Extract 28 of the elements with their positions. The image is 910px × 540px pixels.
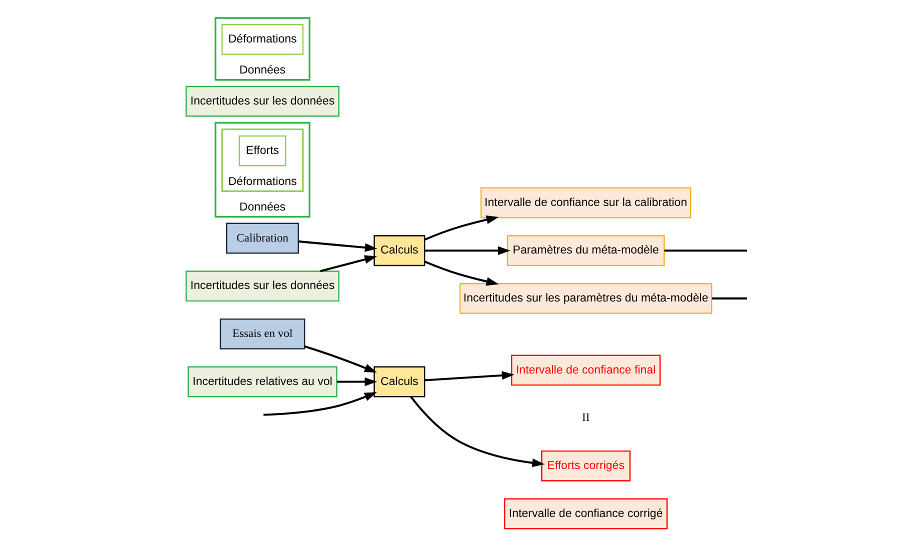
node-box: Incertitudes sur les données	[185, 270, 339, 302]
arrow	[424, 371, 514, 382]
node-box: Paramètres du méta-modèle	[506, 235, 664, 266]
arrow	[424, 260, 498, 286]
arrow	[424, 246, 510, 255]
arrow	[298, 240, 377, 252]
node-box: Incertitudes sur les paramètres du méta-modèle	[458, 283, 712, 314]
connector	[664, 250, 746, 252]
node-box: Calculs	[373, 235, 425, 266]
label: II	[582, 412, 590, 424]
node-box: Calibration	[226, 222, 298, 254]
node-box: Intervalle de confiance corrigé	[503, 498, 668, 530]
arrow	[424, 216, 498, 241]
arrow	[262, 392, 376, 416]
node-box: Calculs	[373, 366, 425, 398]
node-box: Incertitudes sur les données	[185, 86, 339, 117]
node-box: Efforts	[238, 135, 286, 166]
arrow	[304, 345, 376, 373]
node-box: Essais en vol	[219, 318, 305, 350]
arrow	[410, 396, 544, 468]
node-box: Efforts corrigés	[540, 450, 630, 482]
node-box: Intervalle de confiance sur la calibration	[480, 187, 691, 218]
arrow	[336, 377, 377, 386]
node-box: Incertitudes relatives au vol	[187, 366, 337, 398]
connector	[711, 297, 747, 300]
arrow	[320, 255, 377, 272]
node-box: Déformations	[220, 24, 304, 55]
node-box: Intervalle de confiance final	[510, 354, 660, 386]
